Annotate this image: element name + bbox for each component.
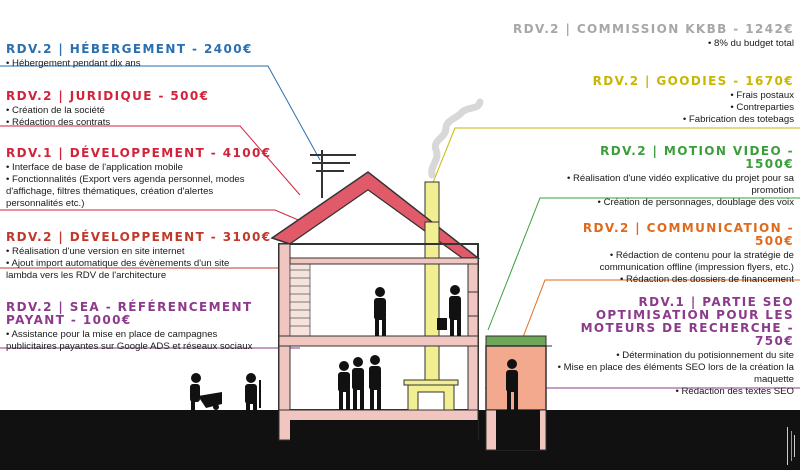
watermark-logo bbox=[787, 427, 795, 465]
block-seo-title: RDV.1 | PARTIE SEO OPTIMISATION POUR LES… bbox=[580, 295, 794, 348]
block-motion-title: RDV.2 | MOTION VIDEO - 1500€ bbox=[600, 144, 794, 171]
block-goodies: RDV.2 | GOODIES - 1670€ Frais postaux Co… bbox=[494, 75, 794, 126]
block-juridique: RDV.2 | JURIDIQUE - 500€ Création de la … bbox=[6, 90, 209, 129]
staircase bbox=[289, 261, 311, 337]
block-goodies-item: Fabrication des totebags bbox=[494, 114, 794, 126]
block-communication-item: Rédaction des dossiers de financement bbox=[544, 274, 794, 286]
person-attic-1 bbox=[374, 287, 386, 336]
person-floor-1 bbox=[338, 361, 350, 410]
block-seo: RDV.1 | PARTIE SEO OPTIMISATION POUR LES… bbox=[554, 296, 794, 398]
block-hebergement-title: RDV.2 | HÉBERGEMENT - 2400€ bbox=[6, 42, 253, 56]
block-goodies-item: Frais postaux bbox=[494, 90, 794, 102]
people bbox=[190, 285, 518, 410]
person-shovel bbox=[245, 373, 261, 410]
block-communication-item: Rédaction de contenu pour la stratégie d… bbox=[544, 250, 794, 274]
block-commission-title: RDV.2 | COMMISSION KKBB - 1242€ bbox=[513, 22, 794, 36]
block-juridique-item: Création de la société bbox=[6, 105, 209, 117]
block-developpement2-title: RDV.2 | DÉVELOPPEMENT - 3100€ bbox=[6, 230, 272, 244]
block-communication-title: RDV.2 | COMMUNICATION - 500€ bbox=[582, 221, 794, 248]
left-wall bbox=[278, 243, 291, 411]
block-developpement1-title: RDV.1 | DÉVELOPPEMENT - 4100€ bbox=[6, 146, 272, 160]
connector-goodies bbox=[429, 127, 800, 191]
block-commission: RDV.2 | COMMISSION KKBB - 1242€ 8% du bu… bbox=[494, 23, 794, 50]
block-goodies-item: Contreparties bbox=[494, 102, 794, 114]
person-floor-2 bbox=[352, 357, 364, 410]
block-seo-item: Rédaction des textes SEO bbox=[554, 386, 794, 398]
fireplace bbox=[403, 379, 459, 411]
block-developpement1-item: Interface de base de l'application mobil… bbox=[6, 162, 256, 174]
block-sea-title: RDV.2 | SEA - RÉFÉRENCEMENT PAYANT - 100… bbox=[6, 300, 253, 327]
block-developpement2-item: Ajout import automatique des évènements … bbox=[6, 258, 256, 282]
block-sea-item: Assistance pour la mise en place de camp… bbox=[6, 329, 254, 353]
block-developpement2-item: Réalisation d'une version en site intern… bbox=[6, 246, 256, 258]
block-commission-item: 8% du budget total bbox=[494, 38, 794, 50]
chimney-flue bbox=[424, 221, 440, 403]
block-seo-item: Détermination du potisionnement du site bbox=[554, 350, 794, 362]
person-wheelbarrow bbox=[190, 373, 222, 410]
block-communication: RDV.2 | COMMUNICATION - 500€ Rédaction d… bbox=[544, 222, 794, 286]
annex-roof-grass bbox=[485, 335, 547, 347]
tv-antenna bbox=[310, 150, 356, 198]
block-hebergement-item: Hébergement pendant dix ans bbox=[6, 58, 253, 70]
block-motion-item: Réalisation d'une vidéo explicative du p… bbox=[559, 173, 794, 197]
floor-1 bbox=[278, 335, 479, 347]
block-motion-item: Création de personnages, doublage des vo… bbox=[559, 197, 794, 209]
person-attic-2 bbox=[437, 285, 461, 336]
person-floor-3 bbox=[369, 355, 381, 410]
person-annex bbox=[506, 359, 518, 410]
block-hebergement: RDV.2 | HÉBERGEMENT - 2400€ Hébergement … bbox=[6, 43, 253, 70]
block-developpement1: RDV.1 | DÉVELOPPEMENT - 4100€ Interface … bbox=[6, 146, 272, 210]
block-sea: RDV.2 | SEA - RÉFÉRENCEMENT PAYANT - 100… bbox=[6, 301, 254, 353]
block-juridique-item: Rédaction des contrats bbox=[6, 117, 209, 129]
block-developpement2: RDV.2 | DÉVELOPPEMENT - 3100€ Réalisatio… bbox=[6, 230, 272, 282]
block-juridique-title: RDV.2 | JURIDIQUE - 500€ bbox=[6, 89, 210, 103]
block-seo-item: Mise en place des éléments SEO lors de l… bbox=[554, 362, 794, 386]
floor-attic bbox=[289, 257, 479, 265]
chimney-smoke bbox=[428, 98, 484, 179]
block-developpement1-item: Fonctionnalités (Export vers agenda pers… bbox=[6, 174, 256, 210]
block-motion: RDV.2 | MOTION VIDEO - 1500€ Réalisation… bbox=[559, 145, 794, 209]
block-goodies-title: RDV.2 | GOODIES - 1670€ bbox=[592, 74, 794, 88]
